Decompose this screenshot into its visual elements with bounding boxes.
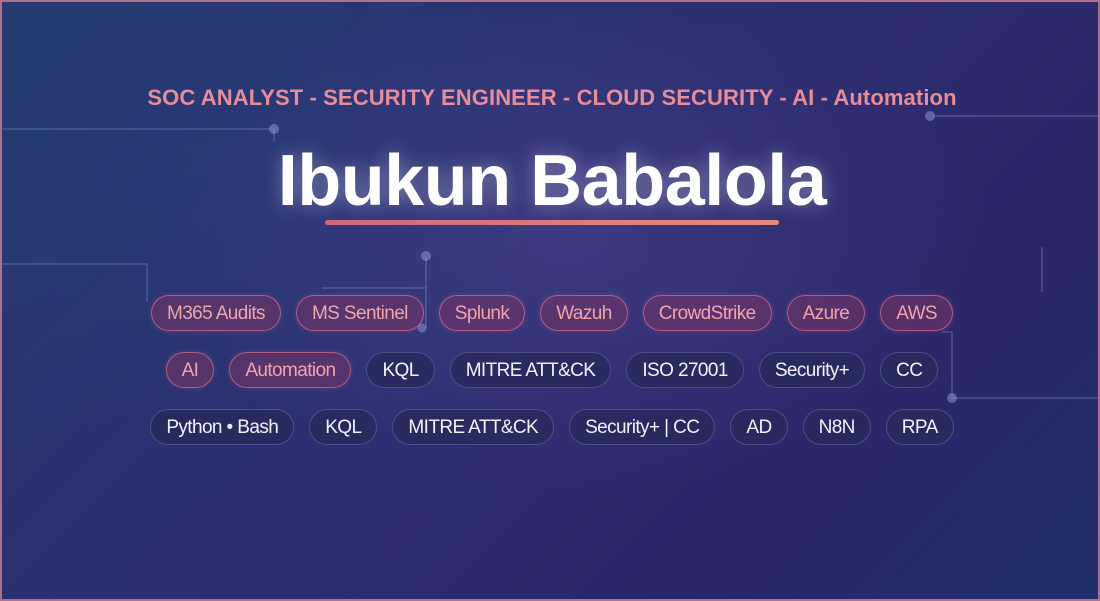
skill-chip-security-plus-cc[interactable]: Security+ | CC	[569, 409, 716, 445]
skill-chip-ms-sentinel[interactable]: MS Sentinel	[295, 295, 424, 331]
skill-chip-iso-27001[interactable]: ISO 27001	[626, 352, 744, 388]
name-underline	[325, 220, 779, 225]
skill-row-3: Python • Bash KQL MITRE ATT&CK Security+…	[2, 409, 1098, 445]
skill-chip-splunk[interactable]: Splunk	[438, 295, 526, 331]
role-tagline: SOC ANALYST - SECURITY ENGINEER - CLOUD …	[147, 85, 957, 110]
skill-chip-ai[interactable]: AI	[165, 352, 215, 388]
skill-row-1: M365 Audits MS Sentinel Splunk Wazuh Cro…	[2, 295, 1098, 331]
skill-chip-python-bash[interactable]: Python • Bash	[150, 409, 295, 445]
skill-chip-m365-audits[interactable]: M365 Audits	[150, 295, 281, 331]
skill-chip-wazuh[interactable]: Wazuh	[540, 295, 628, 331]
skill-chip-crowdstrike[interactable]: CrowdStrike	[642, 295, 772, 331]
skill-chip-aws[interactable]: AWS	[880, 295, 954, 331]
skill-chip-kql[interactable]: KQL	[309, 409, 378, 445]
skill-chip-automation[interactable]: Automation	[229, 352, 352, 388]
skill-chip-mitre-attack[interactable]: MITRE ATT&CK	[449, 352, 612, 388]
skill-chip-cc[interactable]: CC	[880, 352, 939, 388]
skill-chip-ad[interactable]: AD	[730, 409, 788, 445]
profile-name: Ibukun Babalola	[277, 141, 827, 221]
skill-chip-security-plus[interactable]: Security+	[758, 352, 866, 388]
skill-chip-n8n[interactable]: N8N	[802, 409, 871, 445]
skill-chip-kql[interactable]: KQL	[366, 352, 435, 388]
skill-chip-azure[interactable]: Azure	[786, 295, 866, 331]
skill-chip-mitre-attack[interactable]: MITRE ATT&CK	[392, 409, 555, 445]
skill-row-2: AI Automation KQL MITRE ATT&CK ISO 27001…	[2, 352, 1098, 388]
skill-chip-rpa[interactable]: RPA	[885, 409, 954, 445]
